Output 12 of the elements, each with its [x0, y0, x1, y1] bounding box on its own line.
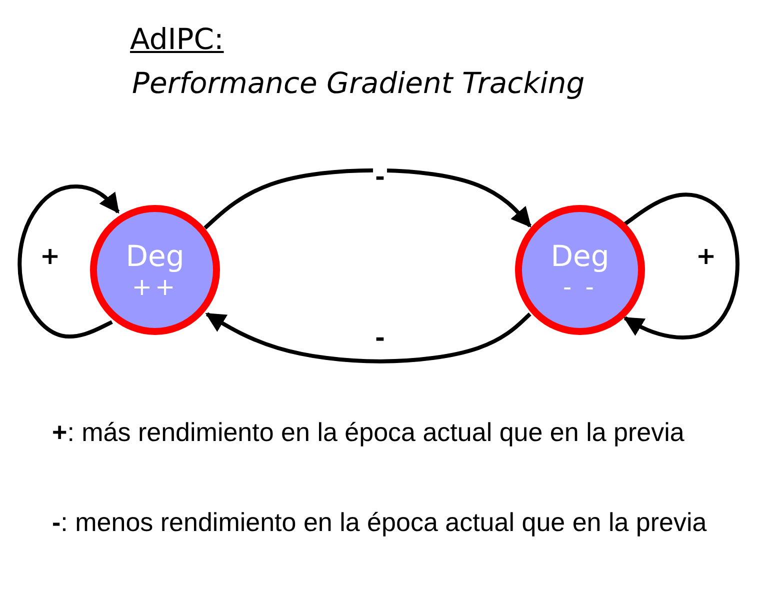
state-label: - - — [563, 273, 597, 301]
state-label: Deg — [550, 239, 610, 273]
subtitle: Performance Gradient Tracking — [132, 66, 585, 100]
state-label: Deg — [126, 239, 184, 273]
legend-note: -: menos rendimiento en la época actual que en la previa — [52, 506, 708, 539]
arrow — [623, 192, 740, 340]
state-label: ++ — [132, 273, 178, 301]
diagram-title: AdIPC: — [130, 22, 224, 56]
arrow — [205, 312, 532, 364]
arrow — [204, 168, 532, 230]
arrow — [18, 184, 120, 338]
legend-note: +: más rendimiento en la época actual que en la previa — [52, 416, 686, 449]
